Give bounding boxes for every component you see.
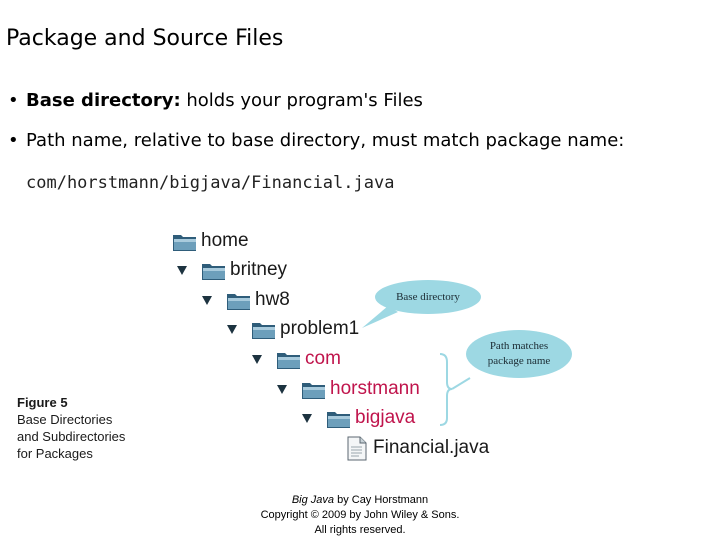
tree-label: home xyxy=(201,230,249,251)
footer-line: Copyright © 2009 by John Wiley & Sons. xyxy=(260,509,460,521)
tree-label-highlighted: horstmann xyxy=(330,378,420,399)
path-matches-callout: Path matches package name xyxy=(466,330,572,378)
expand-triangle-icon xyxy=(302,413,312,423)
slide-title: Package and Source Files xyxy=(6,26,284,51)
callout-line: package name xyxy=(487,355,551,367)
author: by Cay Horstmann xyxy=(334,494,429,506)
bullet-dot: • xyxy=(8,130,19,151)
footer-line: All rights reserved. xyxy=(314,524,406,536)
copyright-footer: Big Java by Cay Horstmann Copyright © 20… xyxy=(240,493,480,538)
bullet-text: Path name, relative to base directory, m… xyxy=(26,130,625,151)
folder-icon xyxy=(173,234,196,251)
folder-icon xyxy=(252,322,275,339)
folder-icon xyxy=(327,411,350,428)
base-directory-callout: Base directory xyxy=(375,280,481,314)
tree-row-com: com xyxy=(252,347,341,371)
expand-triangle-icon xyxy=(202,295,212,305)
tree-label-highlighted: com xyxy=(305,348,341,369)
folder-icon xyxy=(227,293,250,310)
tree-label: britney xyxy=(230,259,288,280)
tree-row-problem1: problem1 xyxy=(227,317,359,341)
expand-triangle-icon xyxy=(177,265,187,275)
bullet-text: holds your program's Files xyxy=(180,90,423,111)
figure-caption-line: for Packages xyxy=(17,446,93,461)
callout-line: Path matches xyxy=(489,340,549,352)
tree-row-home: home xyxy=(172,229,249,253)
tree-label-highlighted: bigjava xyxy=(355,407,416,428)
tree-row-horstmann: horstmann xyxy=(277,377,420,401)
figure-label: Figure 5 xyxy=(17,395,68,410)
bullet-dot: • xyxy=(8,90,19,111)
figure-caption-line: Base Directories xyxy=(17,412,113,427)
base-directory-callout-tail xyxy=(362,306,398,328)
code-path: com/horstmann/bigjava/Financial.java xyxy=(26,173,395,193)
file-icon xyxy=(347,436,367,460)
tree-row-hw8: hw8 xyxy=(202,288,290,312)
expand-triangle-icon xyxy=(227,324,237,334)
bullet-path-name: • Path name, relative to base directory, … xyxy=(8,130,624,151)
tree-row-financial-java: Financial.java xyxy=(347,436,489,460)
tree-label: problem1 xyxy=(280,318,360,339)
bullet-bold-term: Base directory: xyxy=(26,90,181,111)
tree-label: hw8 xyxy=(255,289,290,310)
figure-caption-line: and Subdirectories xyxy=(17,429,126,444)
book-title: Big Java xyxy=(291,494,335,506)
tree-row-bigjava: bigjava xyxy=(302,406,415,430)
footer-line: Big Java by Cay Horstmann xyxy=(240,493,480,508)
tree-label: Financial.java xyxy=(373,437,490,458)
folder-icon xyxy=(277,352,300,369)
expand-triangle-icon xyxy=(277,384,287,394)
expand-triangle-icon xyxy=(252,354,262,364)
folder-icon xyxy=(302,382,325,399)
folder-icon xyxy=(202,263,225,280)
tree-row-britney: britney xyxy=(177,258,287,282)
figure-caption: Figure 5 Base Directories and Subdirecto… xyxy=(17,394,125,462)
brace-icon xyxy=(439,353,471,426)
bullet-base-directory: • Base directory: holds your program's Fi… xyxy=(8,90,423,111)
